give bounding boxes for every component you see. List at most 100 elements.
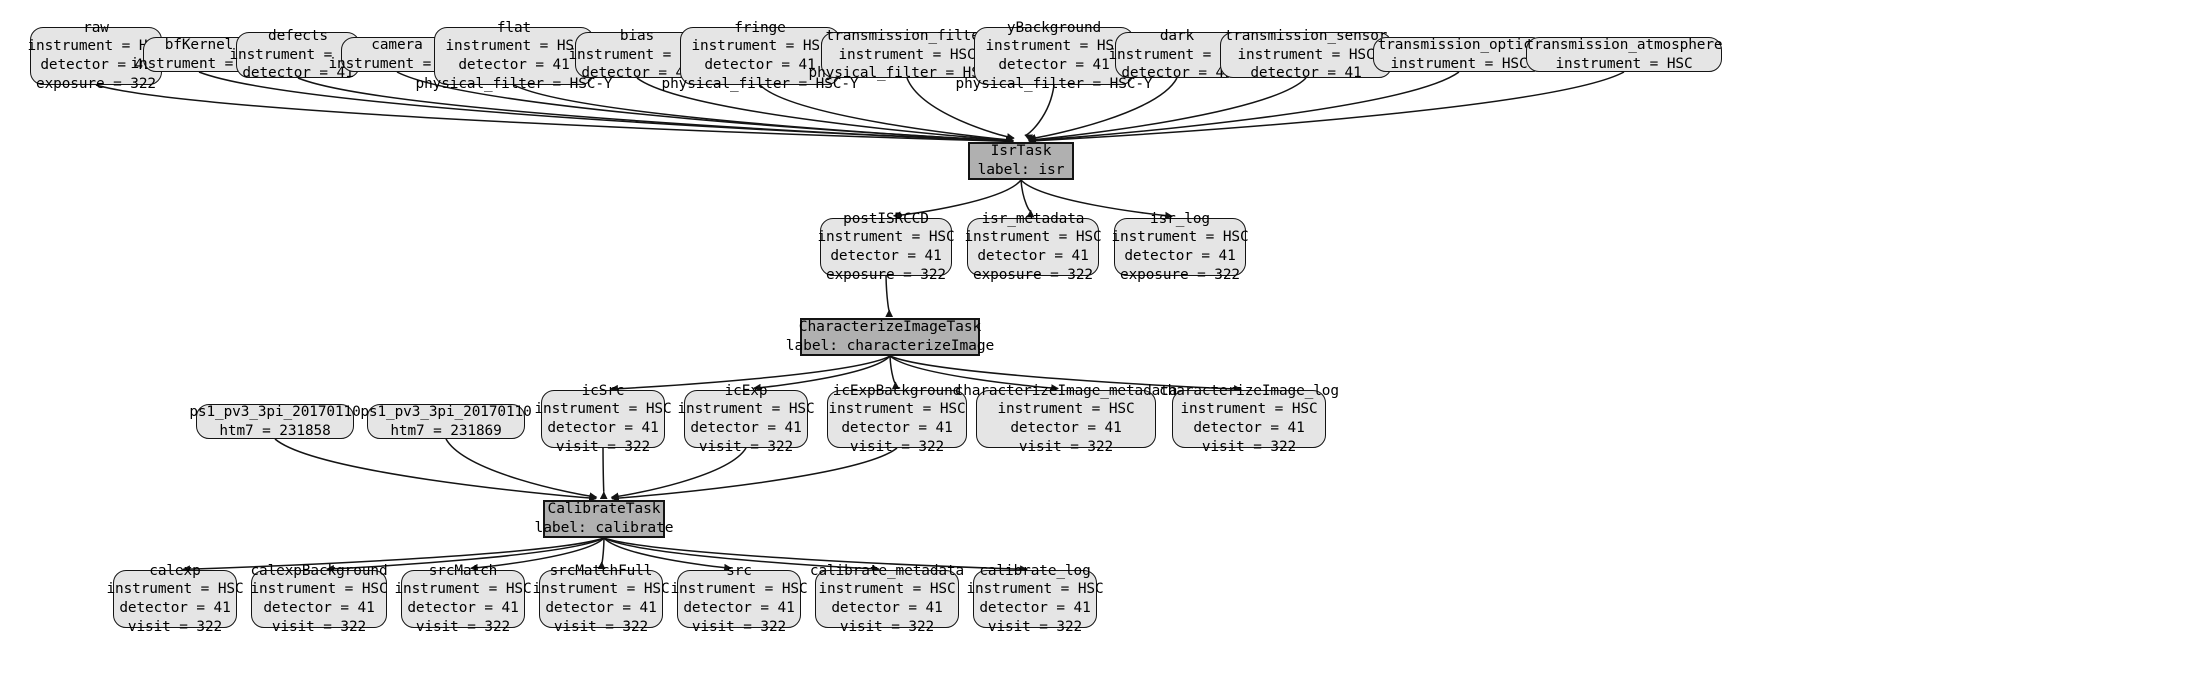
- node-line: instrument = HSC: [985, 38, 1123, 55]
- dataset-node-characterizeImage_metadata[interactable]: characterizeImage_metadata instrument = H…: [955, 383, 1178, 455]
- node-line: detector = 41: [690, 420, 802, 436]
- node-line: htm7 = 231858: [219, 422, 331, 439]
- node-line: instrument = HSC: [532, 581, 670, 598]
- node-line: detector = 41: [119, 600, 231, 616]
- node-line: srcMatch: [428, 562, 498, 579]
- node-line: srcMatchFull: [549, 562, 653, 579]
- dataset-node-yBackground[interactable]: yBackground instrument = HSC detector = 41…: [956, 20, 1153, 92]
- node-line: detector = 41: [1121, 65, 1233, 82]
- node-line: yBackground: [1006, 19, 1102, 36]
- node-line: transmission_atmosphere: [1525, 36, 1723, 53]
- node-line: instrument = HSC: [817, 229, 955, 246]
- dataset-node-ps1_b[interactable]: ps1_pv3_3pi_20170110 htm7 = 231869: [360, 404, 532, 439]
- node-line: calexp: [149, 562, 201, 579]
- node-line: instrument = HSC: [1390, 55, 1528, 72]
- node-line: visit = 322: [839, 618, 935, 635]
- node-line: dark: [1159, 28, 1195, 45]
- node-line: htm7 = 231869: [390, 422, 502, 439]
- node-line: defects: [268, 28, 328, 45]
- node-line: instrument = HSC: [394, 581, 532, 598]
- node-line: instrument = HSC: [828, 401, 966, 418]
- edge-IsrTask-to-isr_metadata: [1020, 179, 1035, 218]
- node-line: physical_filter = HSC-Y: [415, 75, 613, 92]
- node-line: instrument = HSC: [677, 401, 815, 418]
- node-line: instrument = HSC: [966, 581, 1104, 598]
- node-line: exposure = 322: [1120, 266, 1240, 283]
- node-line: ps1_pv3_3pi_20170110: [189, 403, 361, 420]
- node-line: detector = 41: [998, 57, 1110, 73]
- node-line: visit = 322: [271, 618, 367, 635]
- dataset-node-transmission_optics[interactable]: transmission_optics instrument = HSC: [1373, 37, 1545, 72]
- node-line: transmission_sensor: [1224, 28, 1388, 45]
- node-line: instrument = HSC: [250, 581, 388, 598]
- node-line: icExpBackground: [832, 382, 962, 399]
- node-line: instrument = HSC: [838, 46, 976, 63]
- edge-CharacterizeImageTask-to-icExpBackground: [889, 355, 900, 390]
- node-line: characterizeImage_metadata: [954, 382, 1178, 399]
- dataset-node-transmission_atmosphere[interactable]: transmission_atmosphere instrument = HSC: [1525, 36, 1723, 72]
- node-line: instrument = HSC: [670, 581, 808, 598]
- dataset-node-isr_metadata[interactable]: isr_metadata instrument = HSC detector = 4…: [964, 211, 1102, 283]
- dataset-node-ps1_a[interactable]: ps1_pv3_3pi_20170110 htm7 = 231858: [189, 404, 361, 439]
- node-line: label: characterizeImage: [785, 337, 995, 354]
- node-line: exposure = 322: [826, 266, 946, 283]
- node-line: detector = 41: [1010, 420, 1122, 436]
- node-line: detector = 41: [704, 57, 816, 73]
- node-line: calibrate_metadata: [809, 562, 965, 579]
- edge-ps1_a-to-CalibrateTask: [274, 438, 597, 502]
- node-line: instrument = HSC: [691, 38, 829, 55]
- edge-CalibrateTask-to-calexp: [182, 537, 605, 574]
- node-line: detector = 41: [977, 248, 1089, 264]
- node-line: instrument = HSC: [1237, 46, 1375, 63]
- node-line: icSrc: [581, 382, 625, 399]
- node-line: detector = 41: [830, 248, 942, 264]
- node-line: label: isr: [977, 161, 1065, 178]
- node-line: characterizeImage_log: [1159, 382, 1339, 399]
- node-line: isr_log: [1150, 210, 1210, 227]
- node-line: visit = 322: [415, 618, 511, 635]
- node-line: transmission_filter: [825, 28, 989, 45]
- node-line: detector = 41: [547, 420, 659, 436]
- dataset-node-icSrc[interactable]: icSrc instrument = HSC detector = 41 visit …: [534, 383, 671, 455]
- node-line: instrument = HSC: [1111, 229, 1249, 246]
- node-line: detector = 41: [1250, 65, 1362, 82]
- node-line: instrument = HSC: [964, 229, 1102, 246]
- node-line: visit = 322: [849, 438, 945, 455]
- node-line: instrument = HSC: [534, 401, 672, 418]
- node-line: detector = 41: [263, 600, 375, 616]
- node-line: fringe: [734, 19, 786, 36]
- dataset-node-srcMatch[interactable]: srcMatch instrument = HSC detector = 41 vis…: [394, 563, 531, 635]
- node-line: instrument = HSC: [1555, 55, 1693, 72]
- node-line: instrument = HSC: [445, 38, 583, 55]
- node-line: instrument = HSC: [997, 401, 1135, 418]
- node-line: isr_metadata: [981, 210, 1085, 227]
- node-line: visit = 322: [553, 618, 649, 635]
- node-line: visit = 322: [555, 438, 651, 455]
- node-line: transmission_optics: [1377, 36, 1541, 53]
- node-line: detector = 41: [407, 600, 519, 616]
- node-line: bfKernel: [164, 36, 234, 53]
- node-line: ps1_pv3_3pi_20170110: [360, 403, 532, 420]
- node-line: exposure = 322: [36, 75, 156, 92]
- node-line: physical_filter = HSC-Y: [955, 75, 1153, 92]
